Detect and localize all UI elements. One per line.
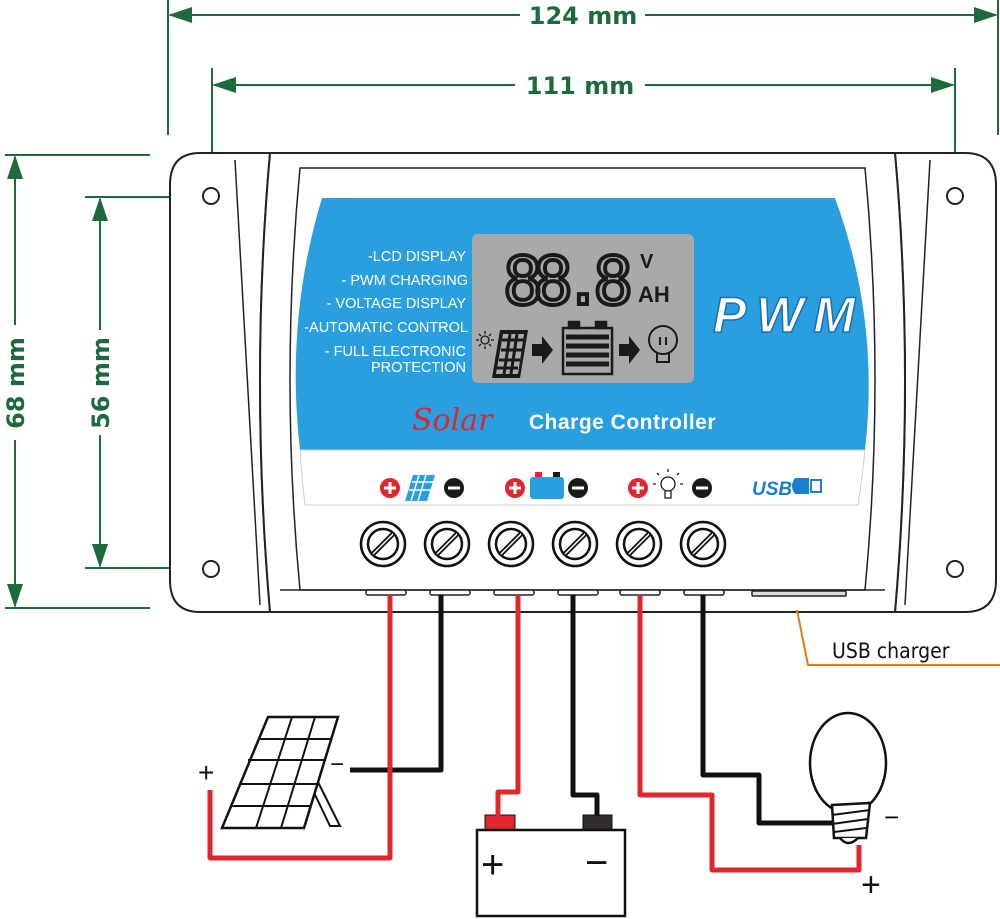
feature-item: - PWM CHARGING	[342, 273, 468, 289]
load-minus-label: −	[884, 802, 899, 832]
dimension-label-124: 124 mm	[529, 2, 637, 30]
terminal-screw	[615, 520, 663, 568]
terminal-label-strip	[299, 449, 866, 506]
battery-terminal-label	[505, 472, 588, 499]
terminal-screw	[359, 520, 407, 568]
svg-text:USB: USB	[752, 479, 792, 500]
feature-item: -AUTOMATIC CONTROL	[304, 320, 468, 336]
lcd-arrow-icon	[619, 336, 640, 364]
dimension-111mm	[211, 68, 956, 185]
load-plus-label: +	[861, 866, 881, 904]
dimension-label-56: 56 mm	[87, 337, 115, 429]
lcd-unit-ah: AH	[638, 282, 670, 307]
wire-load-positive	[637, 595, 862, 873]
usb-port	[751, 590, 847, 597]
lcd-sun-icon	[476, 331, 494, 349]
feature-item: - FULL ELECTRONIC	[325, 344, 466, 360]
dimension-label-111: 111 mm	[526, 72, 634, 100]
terminal-screw	[679, 520, 727, 568]
solar-terminal-label	[380, 474, 464, 502]
terminal-screws	[359, 520, 727, 568]
battery-icon	[530, 477, 564, 499]
wire-solar-negative	[350, 595, 444, 773]
wire-load-negative	[700, 595, 833, 826]
solar-panel	[220, 715, 342, 830]
battery-minus-label: −	[585, 841, 608, 885]
usb-logo: USB	[752, 478, 822, 500]
title-solar: Solar	[412, 403, 494, 438]
solar-minus-label: −	[330, 751, 344, 778]
mounting-hole	[202, 560, 220, 578]
wire-battery-positive	[495, 595, 521, 816]
lcd-digits: 88.8	[503, 243, 633, 320]
usb-callout-line	[796, 609, 1000, 666]
terminal-screw	[487, 520, 535, 568]
terminal-screw	[423, 520, 471, 568]
lcd-battery-icon	[561, 320, 614, 376]
pwm-badge: PWM	[713, 287, 856, 343]
light-bulb	[808, 711, 888, 845]
wire-entry-slots	[365, 589, 847, 597]
mounting-hole	[946, 560, 964, 578]
battery	[475, 814, 627, 918]
feature-item: -LCD DISPLAY	[368, 249, 466, 265]
feature-list: -LCD DISPLAY - PWM CHARGING - VOLTAGE DI…	[304, 249, 468, 376]
dimension-68mm	[5, 154, 150, 609]
battery-plus-label: +	[481, 843, 504, 887]
usb-charger-label: USB charger	[832, 639, 950, 663]
mounting-hole	[202, 187, 220, 205]
terminal-polarity-labels: USB	[380, 469, 822, 502]
lcd-bulb-icon	[648, 325, 678, 363]
dimension-label-68: 68 mm	[2, 337, 30, 429]
dimension-124mm	[167, 0, 999, 135]
lcd-arrow-icon	[532, 336, 553, 364]
bulb-icon	[653, 469, 683, 499]
terminal-screw	[551, 520, 599, 568]
lcd-unit-v: V	[640, 251, 654, 273]
feature-item: - VOLTAGE DISPLAY	[327, 296, 467, 312]
mounting-holes	[202, 187, 964, 578]
wire-solar-positive	[207, 595, 393, 861]
lcd-solar-panel-icon	[492, 330, 528, 378]
lcd-display	[472, 234, 694, 383]
solar-plus-label: +	[198, 757, 214, 788]
load-terminal-label	[628, 469, 712, 499]
wiring	[207, 595, 862, 873]
title-charge-controller: Charge Controller	[529, 411, 716, 434]
feature-item: PROTECTION	[371, 360, 466, 376]
wire-battery-negative	[570, 595, 600, 816]
mounting-hole	[946, 187, 964, 205]
